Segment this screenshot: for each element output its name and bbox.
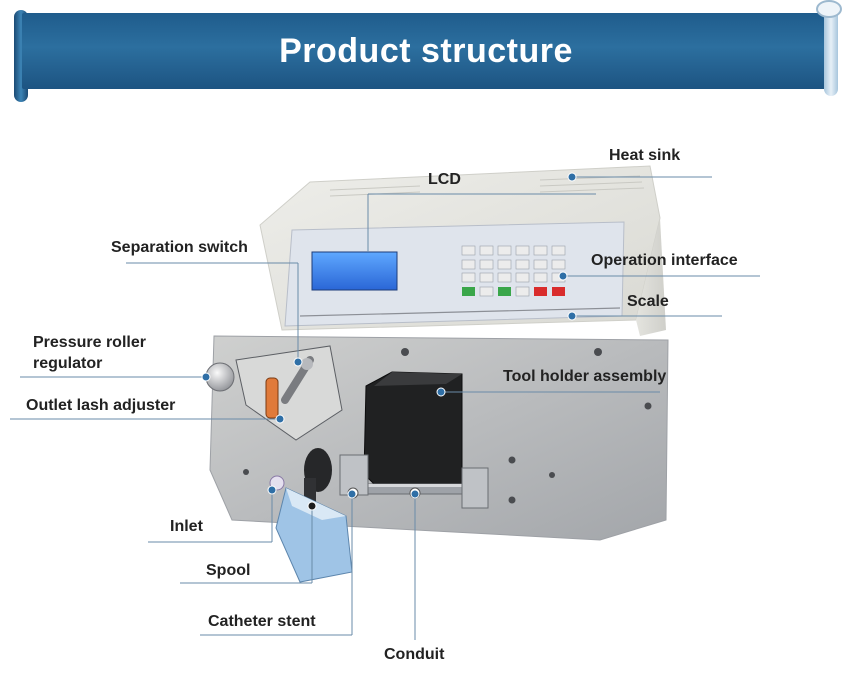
label-operation-interface: Operation interface: [591, 252, 738, 269]
label-heat-sink: Heat sink: [609, 147, 681, 164]
banner-roll-right: [824, 4, 838, 96]
label-lcd: LCD: [428, 171, 461, 188]
scale-ruler: [299, 307, 621, 317]
label-scale: Scale: [627, 293, 669, 310]
label-spool: Spool: [206, 562, 251, 579]
label-outlet-lash: Outlet lash adjuster: [26, 397, 176, 414]
top-housing: [259, 165, 666, 336]
label-separation-switch: Separation switch: [111, 239, 248, 256]
title-banner: Product structure: [0, 0, 850, 110]
label-conduit: Conduit: [384, 646, 445, 663]
lcd-screen: [311, 251, 398, 291]
page-title: Product structure: [279, 31, 573, 70]
label-tool-holder: Tool holder assembly: [503, 368, 667, 385]
front-panel: [205, 335, 669, 583]
label-catheter-stent: Catheter stent: [208, 613, 316, 630]
leader-lines: [10, 176, 760, 640]
banner-curl: [816, 0, 842, 18]
banner-ribbon: [22, 13, 830, 89]
callout-dots: [201, 172, 577, 511]
label-pressure-roller-line1: Pressure roller: [33, 334, 146, 351]
label-inlet: Inlet: [170, 518, 203, 535]
heat-sink-vents: [329, 175, 645, 197]
keypad: [461, 245, 566, 297]
label-pressure-roller-line2: regulator: [33, 355, 103, 372]
